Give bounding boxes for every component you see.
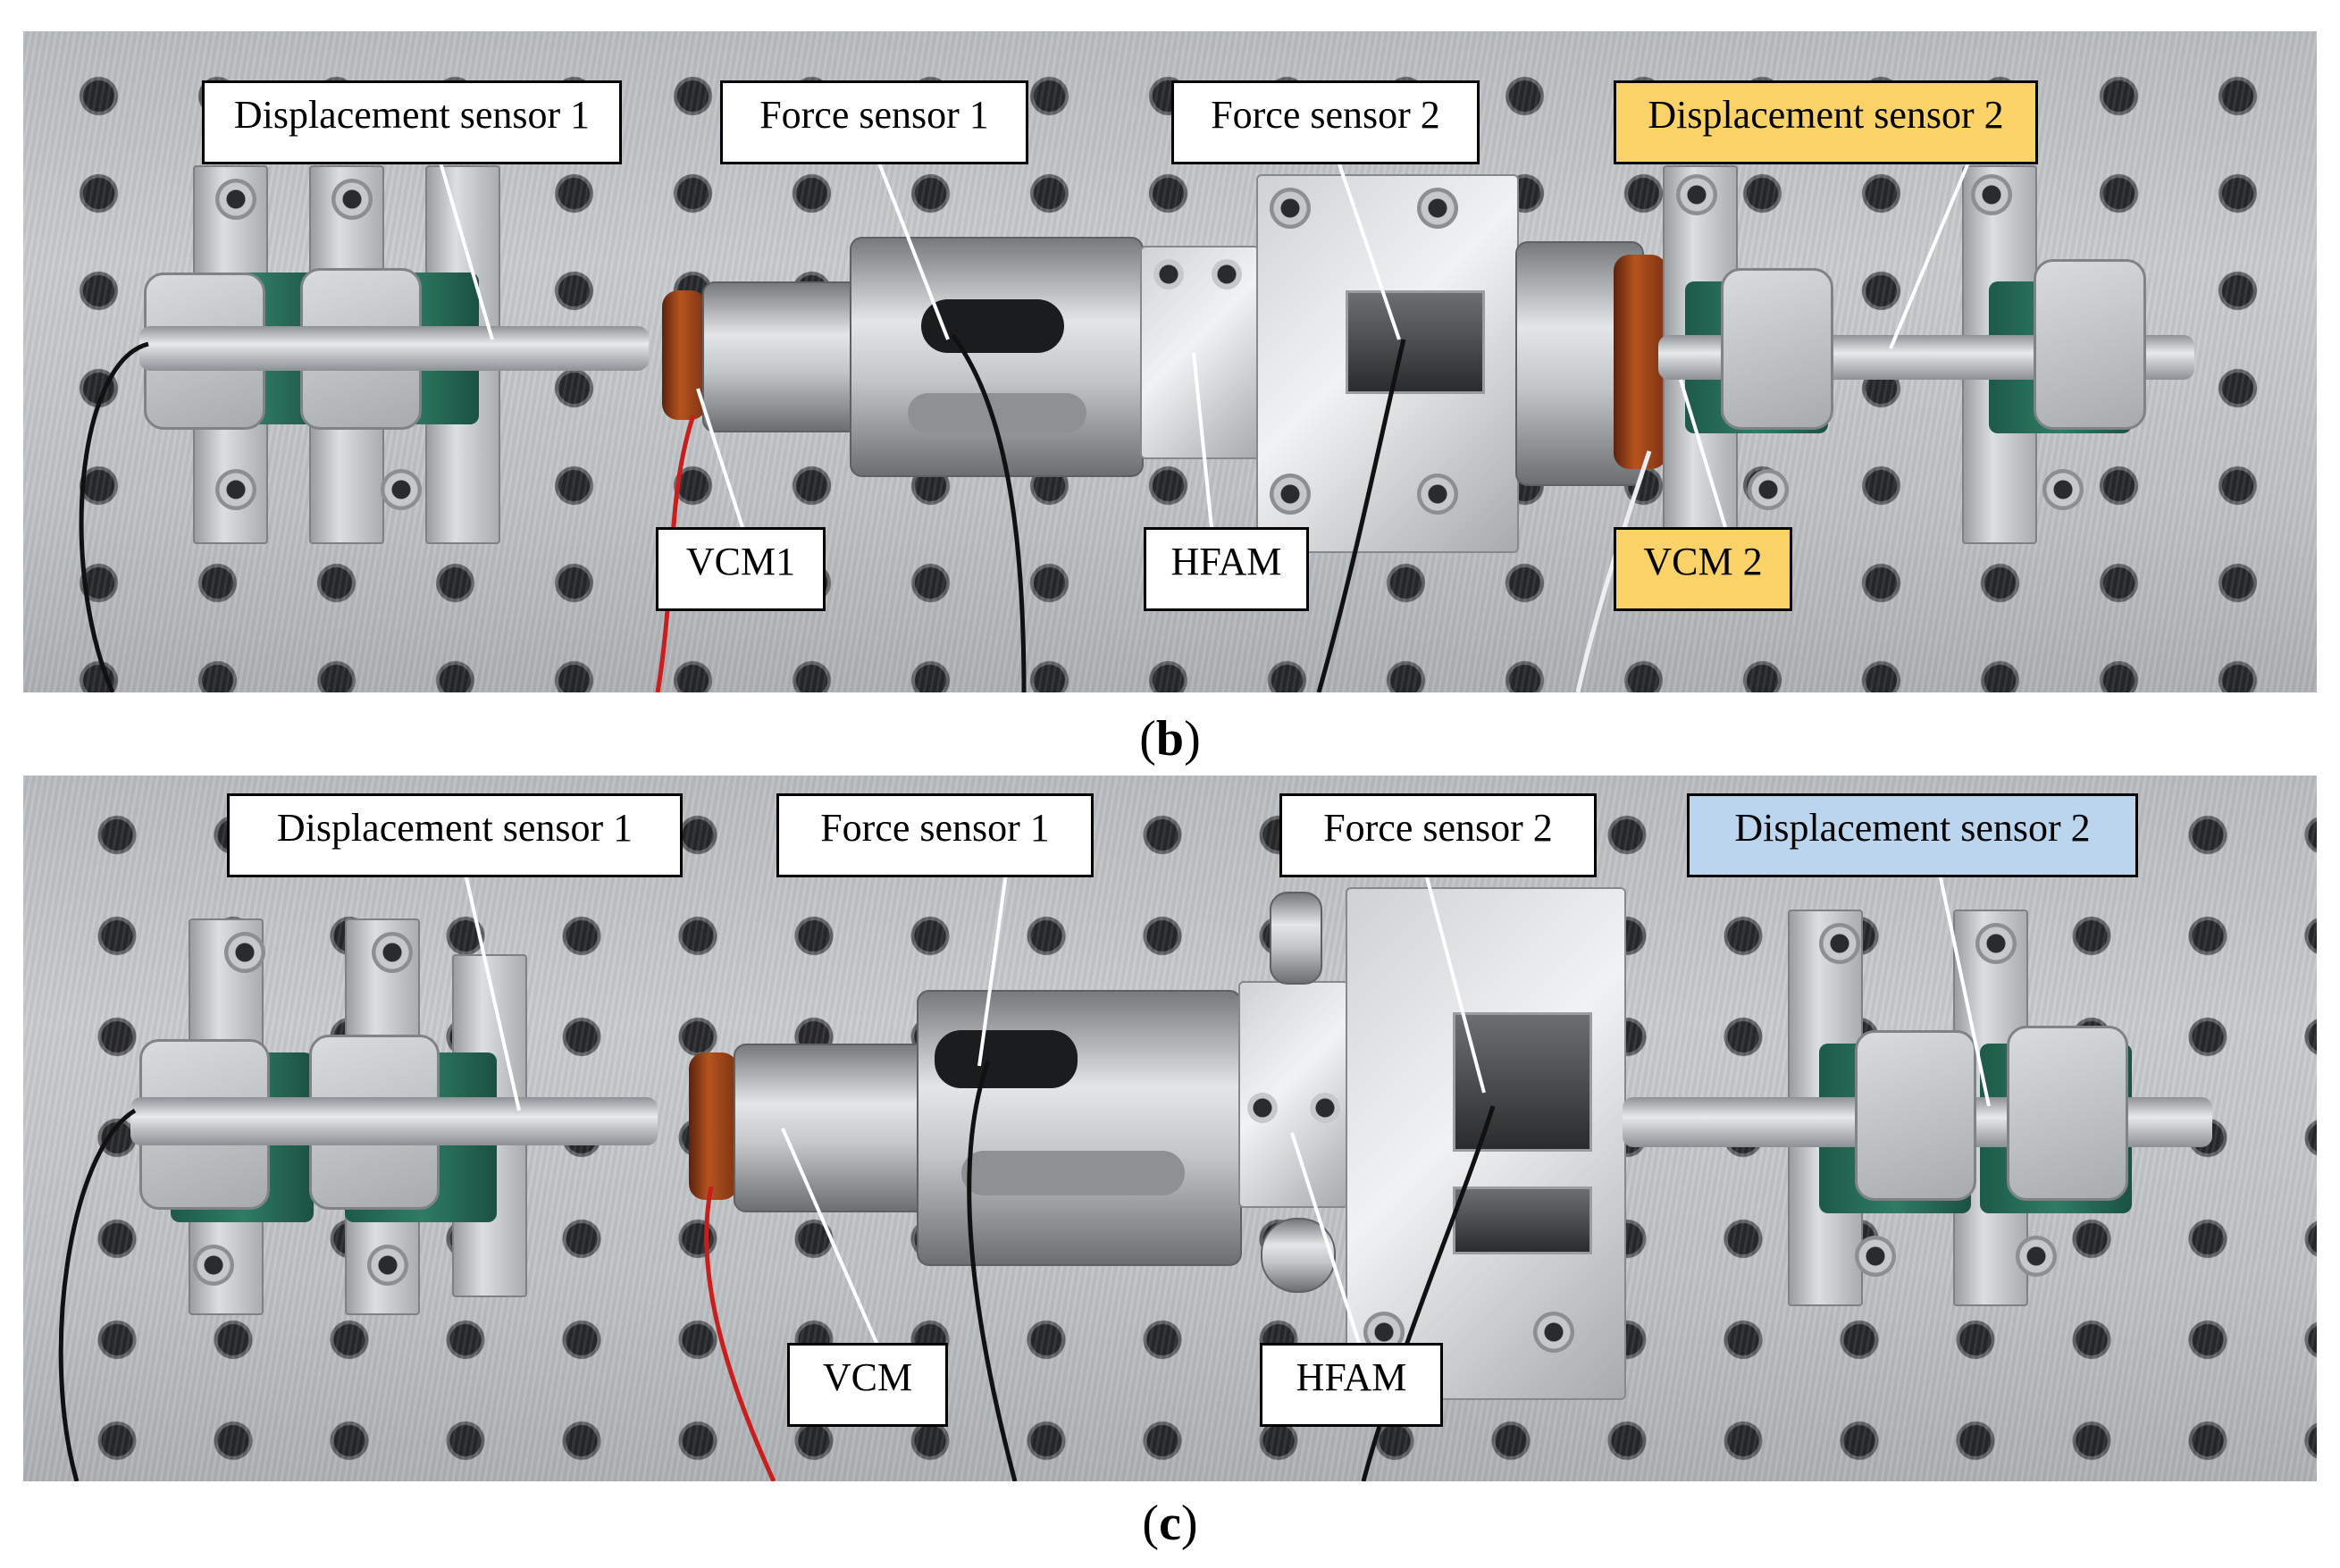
label-hfam: HFAM [1144,527,1309,611]
displacement-sensor-1-body [130,1097,658,1145]
vcm-housing [734,1044,934,1212]
bolt [1676,174,1717,215]
bolt [1533,1312,1574,1353]
bolt [2042,469,2084,510]
bolt [1855,1236,1896,1277]
bolt [193,1245,234,1286]
bolt [215,469,256,510]
label-vcm: VCM [787,1343,948,1427]
caption-panel-c: (c) [0,1495,2340,1552]
photo-panel-c: Displacement sensor 1 Force sensor 1 For… [23,776,2317,1481]
caption-panel-b: (b) [0,710,2340,767]
clamp-cap [2034,259,2146,430]
clamp-cap [1855,1030,1976,1201]
force-sensor-1-housing [850,237,1144,477]
bolt [381,469,422,510]
hfam-cap [1261,1218,1336,1293]
displacement-sensor-1-body [139,326,649,371]
housing-slot [921,299,1064,353]
bolt [1975,923,2017,964]
bolt [1971,174,2012,215]
label-displacement-sensor-2: Displacement sensor 2 [1614,80,2038,164]
label-force-sensor-2: Force sensor 2 [1171,80,1480,164]
bolt [1748,469,1789,510]
bolt [1310,1093,1340,1123]
label-hfam: HFAM [1260,1343,1443,1427]
vcm1-housing [702,281,867,432]
bolt [1153,259,1184,289]
bolt [367,1245,408,1286]
caption-letter: b [1155,711,1185,767]
sensor-window [1346,290,1485,394]
vcm-coil [689,1052,738,1200]
hfam-fitting [1270,892,1322,985]
bolt [1270,474,1311,515]
label-displacement-sensor-1: Displacement sensor 1 [227,793,683,877]
housing-slot [908,393,1086,433]
label-force-sensor-1: Force sensor 1 [776,793,1094,877]
photo-panel-b: Displacement sensor 1 Force sensor 1 For… [23,31,2317,692]
housing-slot [935,1030,1078,1088]
bolt [1247,1093,1278,1123]
vcm1-coil [662,290,707,420]
label-displacement-sensor-2: Displacement sensor 2 [1687,793,2138,877]
bolt [1212,259,1242,289]
clamp-cap [1721,268,1833,430]
housing-slot [961,1151,1185,1195]
bolt [2016,1236,2057,1277]
label-force-sensor-1: Force sensor 1 [720,80,1028,164]
bolt [1417,474,1458,515]
bolt [1270,188,1311,229]
label-vcm2: VCM 2 [1614,527,1792,611]
caption-close: ) [1184,711,1201,767]
label-force-sensor-2: Force sensor 2 [1279,793,1597,877]
caption-open: ( [1142,1496,1160,1551]
sensor-window [1453,1186,1592,1254]
label-vcm1: VCM1 [656,527,826,611]
caption-close: ) [1180,1496,1198,1551]
bolt [215,179,256,220]
caption-letter: c [1159,1496,1181,1551]
label-displacement-sensor-1: Displacement sensor 1 [202,80,622,164]
bolt [1417,188,1458,229]
caption-open: ( [1139,711,1156,767]
clamp-cap [2007,1026,2128,1201]
bolt [331,179,373,220]
sensor-window [1453,1012,1592,1152]
bolt [1819,923,1860,964]
bolt [224,932,265,973]
bolt [372,932,413,973]
